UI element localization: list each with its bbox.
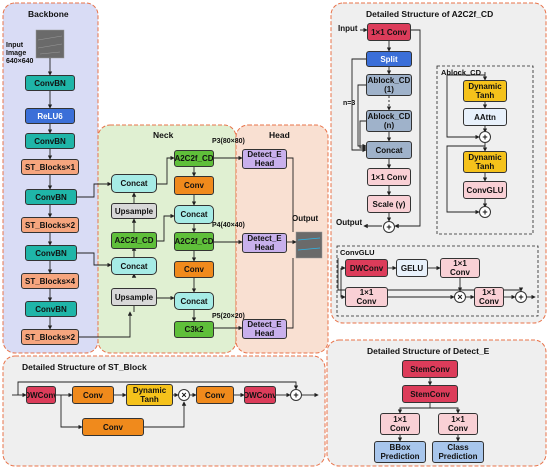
input-image — [35, 29, 65, 59]
st-conv-branch: Conv — [82, 418, 144, 436]
detect-stemconv-2: StemConv — [402, 385, 458, 403]
head-detect-p5: Detect_E Head — [242, 319, 287, 339]
input-image-label: Input Image 640×640 — [6, 42, 34, 65]
bb-st-blocks-4: ST_Blocks×2 — [21, 329, 79, 345]
ablock-dynamic-tanh-1: Dynamic Tanh — [463, 80, 507, 102]
a2c2f-concat: Concat — [366, 141, 412, 159]
st-dwconv-2: DWConv — [244, 386, 276, 404]
convglu-gelu: GELU — [396, 259, 428, 277]
bb-relu6: ReLU6 — [25, 108, 75, 124]
neck-concat-2: Concat — [111, 257, 157, 275]
a2c2f-input-label: Input — [338, 24, 358, 33]
a2c2f-ablock-1: Ablock_CD (1) — [366, 74, 412, 96]
convglu-title: ConvGLU — [340, 248, 375, 257]
ablock-aattn: AAttn — [463, 108, 507, 126]
head-detect-p4: Detect_E Head — [242, 233, 287, 253]
bb-st-blocks-1: ST_Blocks×1 — [21, 159, 79, 175]
label-p3: P3(80×80) — [212, 138, 245, 145]
detect-conv-class: 1×1 Conv — [438, 413, 478, 435]
add-op-ablock-1: + — [479, 131, 491, 143]
multiply-op-convglu: × — [454, 291, 466, 303]
a2c2f-ablock-n: Ablock_CD (n) — [366, 110, 412, 132]
bb-convbn-3: ConvBN — [25, 189, 77, 205]
convglu-dwconv: DWConv — [345, 259, 388, 277]
bb-st-blocks-3: ST_Blocks×4 — [21, 273, 79, 289]
st-conv-1: Conv — [72, 386, 114, 404]
convglu-conv-right: 1×1 Conv — [474, 287, 504, 307]
detect-conv-bbox: 1×1 Conv — [380, 413, 420, 435]
a2c2f-split: Split — [366, 51, 412, 67]
neck-concat-1: Concat — [111, 174, 157, 193]
neck-title: Neck — [153, 130, 174, 140]
convglu-conv-left: 1×1 Conv — [345, 287, 388, 307]
output-image — [295, 231, 323, 259]
multiply-op-st: × — [178, 389, 190, 401]
st-block-title: Detailed Structure of ST_Block — [22, 362, 147, 372]
st-dwconv-1: DWConv — [26, 386, 56, 404]
neck-c3k2: C3k2 — [174, 321, 214, 338]
neck-a2c2f-p4: A2C2f_CD — [174, 232, 214, 251]
head-detect-p3: Detect_E Head — [242, 149, 287, 169]
a2c2f-n-label: n=3 — [343, 100, 356, 107]
add-op-convglu: + — [515, 291, 527, 303]
neck-concat-3: Concat — [174, 205, 214, 224]
bb-st-blocks-2: ST_Blocks×2 — [21, 217, 79, 233]
head-title: Head — [269, 130, 290, 140]
add-op-ablock-2: + — [479, 206, 491, 218]
backbone-title: Backbone — [28, 9, 69, 19]
neck-upsample-1: Upsample — [111, 203, 157, 219]
detect-class-prediction: Class Prediction — [432, 441, 484, 463]
head-output-label: Output — [292, 214, 319, 223]
ablock-inner-box — [436, 65, 534, 235]
st-conv-2: Conv — [196, 386, 234, 404]
label-p5: P5(20×20) — [212, 313, 245, 320]
neck-a2c2f-p3: A2C2f_CD — [174, 150, 214, 167]
detect-stemconv-1: StemConv — [402, 360, 458, 378]
label-p4: P4(40×40) — [212, 222, 245, 229]
st-block-panel — [2, 355, 326, 467]
add-op-a2c2f: + — [383, 221, 395, 233]
add-op-st: + — [290, 389, 302, 401]
a2c2f-title: Detailed Structure of A2C2f_CD — [366, 9, 494, 19]
bb-convbn-1: ConvBN — [25, 75, 75, 91]
a2c2f-scale: Scale (γ) — [367, 195, 411, 213]
neck-upsample-2: Upsample — [111, 288, 157, 306]
a2c2f-conv-2: 1×1 Conv — [367, 168, 411, 186]
a2c2f-output-label: Output — [336, 218, 363, 227]
detect-title: Detailed Structure of Detect_E — [367, 346, 490, 356]
bb-convbn-2: ConvBN — [25, 133, 75, 149]
convglu-conv-top: 1×1 Conv — [440, 258, 480, 278]
neck-conv-2: Conv — [174, 261, 214, 278]
bb-convbn-4: ConvBN — [25, 245, 77, 261]
ablock-convglu: ConvGLU — [463, 181, 507, 199]
st-dynamic-tanh: Dynamic Tanh — [126, 384, 173, 406]
a2c2f-conv-1: 1×1 Conv — [367, 23, 411, 41]
ablock-dynamic-tanh-2: Dynamic Tanh — [463, 151, 507, 173]
neck-conv-1: Conv — [174, 176, 214, 195]
neck-a2c2f-left: A2C2f_CD — [111, 232, 157, 249]
bb-convbn-5: ConvBN — [25, 301, 77, 317]
convglu-inner-box — [336, 245, 539, 317]
neck-concat-4: Concat — [174, 292, 214, 310]
ablock-title: Ablock_CD — [441, 68, 482, 77]
detect-bbox-prediction: BBox Prediction — [374, 441, 426, 463]
